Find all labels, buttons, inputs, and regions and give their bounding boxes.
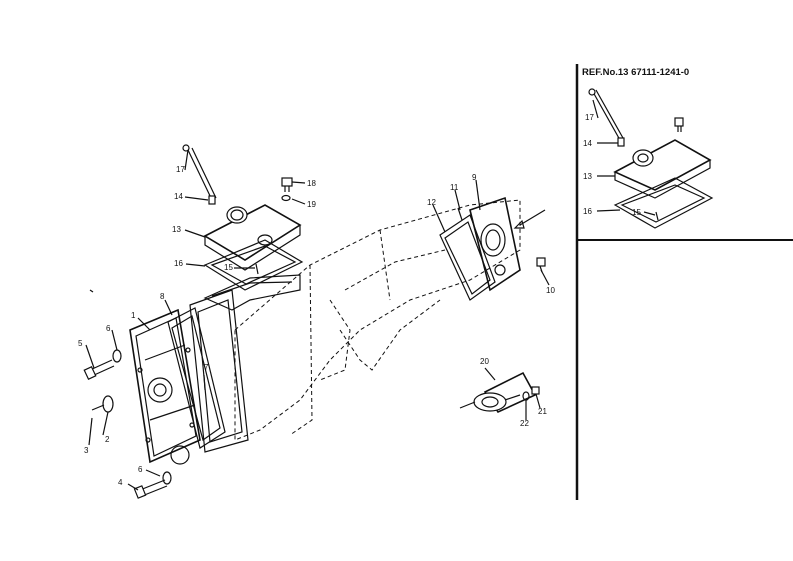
- callout-6-top: 6: [106, 324, 111, 333]
- washer-6-bottom: [162, 471, 172, 485]
- callout-15: 15: [224, 263, 233, 272]
- front-cover-plate: [129, 308, 201, 465]
- pin-11: [457, 207, 463, 221]
- oring-19: [281, 194, 291, 202]
- inset-drawing: [588, 88, 714, 229]
- plug-3-2: [91, 395, 114, 413]
- callout-1: 1: [131, 311, 136, 320]
- inset-callout-13: 13: [583, 172, 592, 181]
- inset-callout-15: 15: [632, 208, 641, 217]
- callout-17: 17: [176, 165, 185, 174]
- gasket-12: [439, 214, 496, 301]
- callout-10: 10: [546, 286, 555, 295]
- callout-22: 22: [520, 419, 529, 428]
- callout-18: 18: [307, 179, 316, 188]
- washer-6-top: [112, 349, 122, 363]
- rear-cover-9: [469, 196, 521, 292]
- callout-21: 21: [538, 407, 547, 416]
- plug-18: [281, 177, 293, 192]
- callout-14: 14: [174, 192, 183, 201]
- inset-callout-17: 17: [585, 113, 594, 122]
- callout-20: 20: [480, 357, 489, 366]
- callout-5: 5: [78, 339, 83, 348]
- callout-7: 7: [204, 363, 209, 372]
- breather-rod-17: [182, 144, 217, 201]
- ref-number-label: REF.No.13 67111-1241-0: [582, 67, 689, 78]
- callouts: 1 2 3 4 5 6 6 7 8 9 10 11 12 13 14 15 16…: [78, 165, 555, 487]
- callout-6-bottom: 6: [138, 465, 143, 474]
- transmission-case: [234, 199, 521, 441]
- callout-19: 19: [307, 200, 316, 209]
- inset-callout-16: 16: [583, 207, 592, 216]
- callout-9: 9: [472, 173, 477, 182]
- inset-callout-14: 14: [583, 139, 592, 148]
- bolt-4: [133, 479, 168, 499]
- callout-4: 4: [118, 478, 123, 487]
- inset-callouts: 17 14 13 16 15: [583, 113, 641, 217]
- bolt-14: [208, 195, 216, 205]
- callout-3: 3: [84, 446, 89, 455]
- bolt-21: [531, 386, 540, 395]
- callout-11: 11: [450, 183, 459, 192]
- bolt-5: [83, 359, 115, 381]
- leader-lines: [85, 149, 550, 491]
- mark: [89, 289, 94, 293]
- callout-2: 2: [105, 435, 110, 444]
- callout-13: 13: [172, 225, 181, 234]
- pin-15: [255, 263, 259, 275]
- callout-16: 16: [174, 259, 183, 268]
- gasket-16: [203, 239, 304, 291]
- callout-8: 8: [160, 292, 165, 301]
- callout-12: 12: [427, 198, 436, 207]
- gasket-8: [167, 307, 226, 449]
- top-cover-13: [203, 204, 302, 271]
- bolt-10: [536, 257, 546, 273]
- case-top-opening: [203, 274, 301, 311]
- pipe-20: [459, 371, 537, 414]
- inset-divider: [575, 64, 793, 500]
- direction-arrow: [513, 209, 546, 229]
